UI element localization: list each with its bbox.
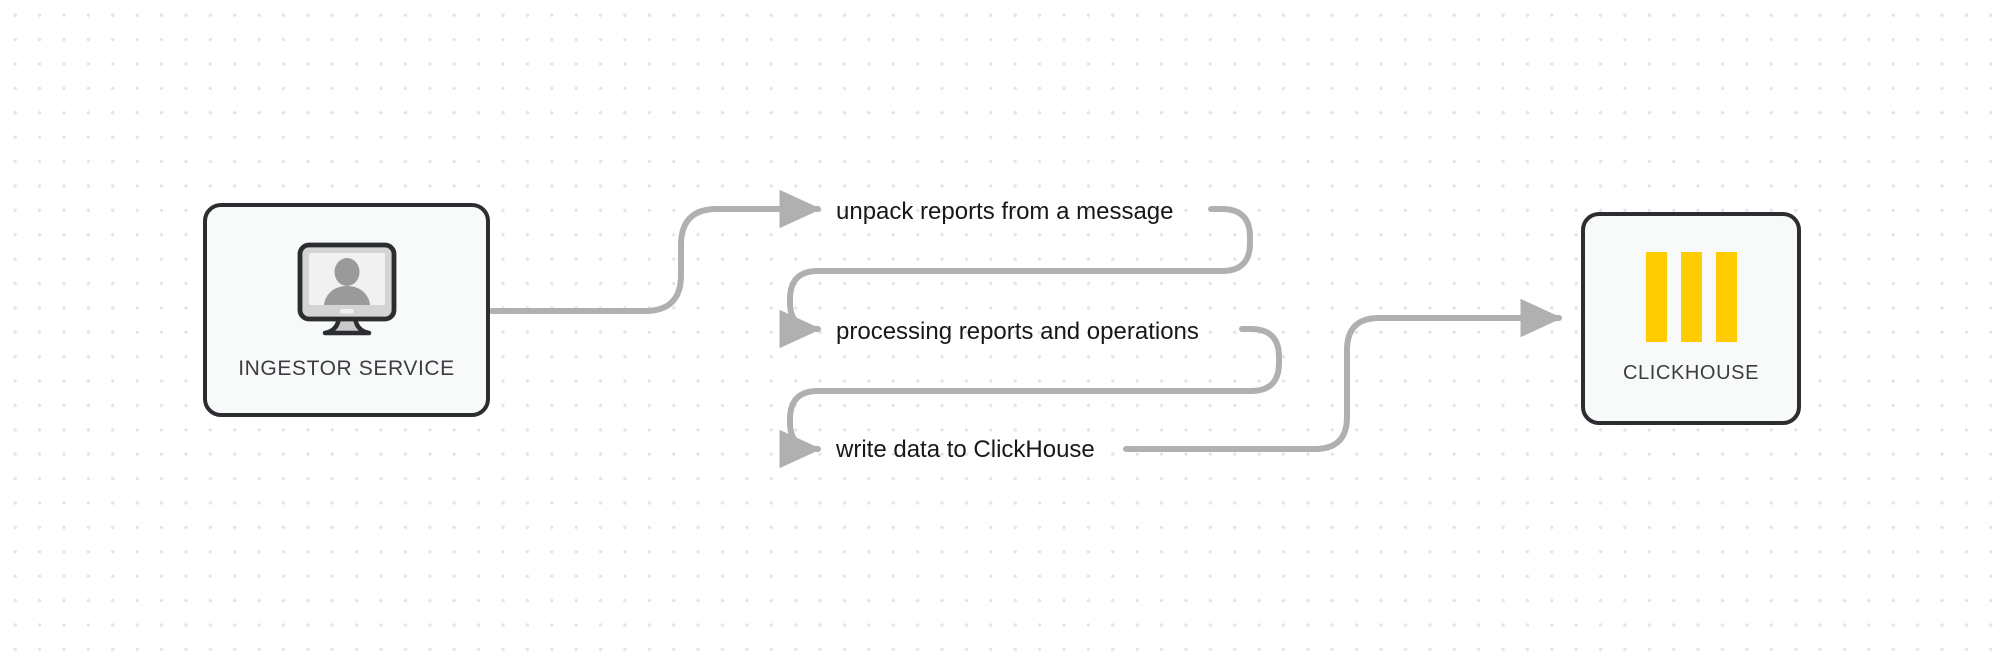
node-ingestor-label: INGESTOR SERVICE xyxy=(238,357,455,380)
node-clickhouse-label: CLICKHOUSE xyxy=(1622,362,1760,384)
node-clickhouse[interactable]: CLICKHOUSE xyxy=(1581,212,1801,425)
monitor-user-icon xyxy=(294,239,400,339)
clickhouse-bar-2 xyxy=(1680,252,1702,342)
connector-processing-to-write xyxy=(779,326,1282,469)
connector-unpack-to-processing xyxy=(779,206,1253,349)
connector-ingestor-to-unpack xyxy=(489,189,822,314)
edge-label-write-data: write data to ClickHouse xyxy=(836,436,1095,463)
edge-label-unpack-reports: unpack reports from a message xyxy=(836,198,1174,225)
clickhouse-bar-3 xyxy=(1715,252,1737,342)
edge-label-processing-reports: processing reports and operations xyxy=(836,318,1199,345)
clickhouse-bars-icon xyxy=(1645,252,1737,342)
node-ingestor-service[interactable]: INGESTOR SERVICE xyxy=(203,203,490,417)
clickhouse-bar-1 xyxy=(1645,252,1667,342)
